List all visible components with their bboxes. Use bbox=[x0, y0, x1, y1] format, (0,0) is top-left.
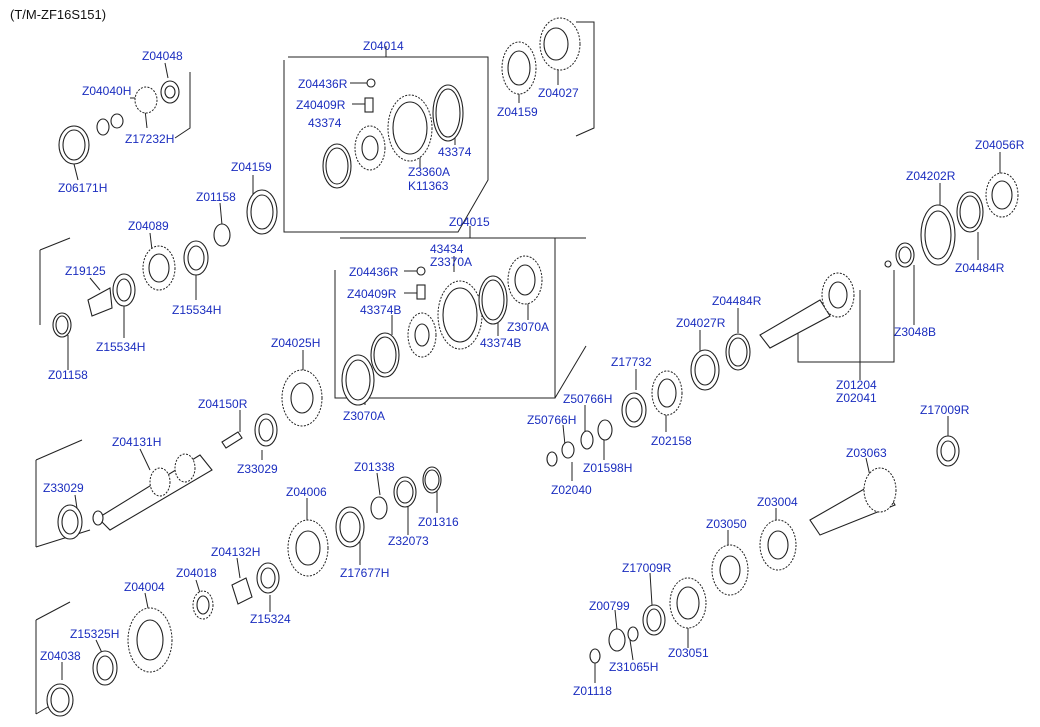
part-label-z04015[interactable]: Z04015 bbox=[449, 215, 490, 229]
part-label-z03051[interactable]: Z03051 bbox=[668, 646, 709, 660]
part-label-z15325h[interactable]: Z15325H bbox=[70, 627, 120, 641]
part-label-z17009r-b[interactable]: Z17009R bbox=[622, 561, 672, 575]
part-label-z33029-b[interactable]: Z33029 bbox=[43, 481, 84, 495]
part-label-z04150r[interactable]: Z04150R bbox=[198, 397, 248, 411]
part-label-z31065h[interactable]: Z31065H bbox=[609, 660, 659, 674]
part-label-z04027[interactable]: Z04027 bbox=[538, 86, 579, 100]
part-label-z04006[interactable]: Z04006 bbox=[286, 485, 327, 499]
part-label-z04040h[interactable]: Z04040H bbox=[82, 84, 132, 98]
part-label-z04038[interactable]: Z04038 bbox=[40, 649, 81, 663]
part-label-z04436r-b[interactable]: Z04436R bbox=[349, 265, 399, 279]
part-label-z04004[interactable]: Z04004 bbox=[124, 580, 165, 594]
part-label-z03004[interactable]: Z03004 bbox=[757, 495, 798, 509]
part-label-z01158-b[interactable]: Z01158 bbox=[48, 368, 88, 382]
diagram-title: (T/M-ZF16S151) bbox=[10, 7, 107, 22]
part-label-z01598h[interactable]: Z01598H bbox=[583, 461, 633, 475]
part-label-43374-b[interactable]: 43374 bbox=[438, 145, 472, 159]
part-label-z3070a-b[interactable]: Z3070A bbox=[343, 409, 386, 423]
part-label-z01118[interactable]: Z01118 bbox=[573, 684, 612, 698]
part-label-z03063[interactable]: Z03063 bbox=[846, 446, 887, 460]
part-label-z17009r-a[interactable]: Z17009R bbox=[920, 403, 970, 417]
part-label-z04484r-a[interactable]: Z04484R bbox=[955, 261, 1005, 275]
part-label-43374-a[interactable]: 43374 bbox=[308, 116, 342, 130]
part-label-z40409r-b[interactable]: Z40409R bbox=[347, 287, 397, 301]
part-label-z04159-b[interactable]: Z04159 bbox=[231, 160, 272, 174]
part-label-z04159-a[interactable]: Z04159 bbox=[497, 105, 538, 119]
part-label-z17732[interactable]: Z17732 bbox=[611, 355, 652, 369]
part-label-z04131h[interactable]: Z04131H bbox=[112, 435, 162, 449]
part-label-z02041[interactable]: Z02041 bbox=[836, 391, 877, 405]
part-label-z3070a-a[interactable]: Z3070A bbox=[507, 320, 550, 334]
part-label-z00799[interactable]: Z00799 bbox=[589, 599, 630, 613]
part-label-z04048[interactable]: Z04048 bbox=[142, 49, 183, 63]
part-label-z02158[interactable]: Z02158 bbox=[651, 434, 692, 448]
part-label-z06171h[interactable]: Z06171H bbox=[58, 181, 108, 195]
part-label-z15534h-b[interactable]: Z15534H bbox=[96, 340, 146, 354]
part-label-z3048b[interactable]: Z3048B bbox=[894, 325, 937, 339]
part-label-43434[interactable]: 43434 bbox=[430, 242, 464, 256]
part-label-z40409r-a[interactable]: Z40409R bbox=[296, 98, 346, 112]
part-label-z15324[interactable]: Z15324 bbox=[250, 612, 291, 626]
part-label-z03050[interactable]: Z03050 bbox=[706, 517, 747, 531]
part-label-z04014[interactable]: Z04014 bbox=[363, 39, 404, 53]
part-label-z17232h[interactable]: Z17232H bbox=[125, 132, 175, 146]
part-label-z02040[interactable]: Z02040 bbox=[551, 483, 592, 497]
part-label-z33029-a[interactable]: Z33029 bbox=[237, 462, 278, 476]
part-label-z3360a[interactable]: Z3360A bbox=[408, 165, 451, 179]
frame-lines bbox=[35, 21, 1001, 715]
part-label-z50766h-b[interactable]: Z50766H bbox=[527, 413, 577, 427]
part-label-z04202r[interactable]: Z04202R bbox=[906, 169, 956, 183]
part-label-z04132h[interactable]: Z04132H bbox=[211, 545, 261, 559]
part-label-z17677h[interactable]: Z17677H bbox=[340, 566, 390, 580]
part-label-z15534h-a[interactable]: Z15534H bbox=[172, 303, 222, 317]
parts bbox=[46, 17, 1019, 717]
part-label-z04484r-b[interactable]: Z04484R bbox=[712, 294, 762, 308]
part-label-z01204[interactable]: Z01204 bbox=[836, 378, 877, 392]
part-label-z32073[interactable]: Z32073 bbox=[388, 534, 429, 548]
part-label-z04025h[interactable]: Z04025H bbox=[271, 336, 321, 350]
part-label-z04027r[interactable]: Z04027R bbox=[676, 316, 726, 330]
part-label-z01338[interactable]: Z01338 bbox=[354, 460, 395, 474]
part-label-z04056r[interactable]: Z04056R bbox=[975, 138, 1025, 152]
part-label-z50766h-a[interactable]: Z50766H bbox=[563, 392, 613, 406]
part-label-z04089[interactable]: Z04089 bbox=[128, 219, 169, 233]
part-label-43374b-a[interactable]: 43374B bbox=[360, 303, 402, 317]
part-label-z01158-a[interactable]: Z01158 bbox=[196, 190, 236, 204]
part-label-z01316[interactable]: Z01316 bbox=[418, 515, 459, 529]
part-label-k11363[interactable]: K11363 bbox=[408, 179, 449, 193]
part-label-z04018[interactable]: Z04018 bbox=[176, 566, 217, 580]
part-label-43374b-b[interactable]: 43374B bbox=[480, 336, 522, 350]
part-label-z3370a[interactable]: Z3370A bbox=[430, 255, 473, 269]
part-label-z19125[interactable]: Z19125 bbox=[65, 264, 106, 278]
part-label-z04436r-a[interactable]: Z04436R bbox=[298, 77, 348, 91]
